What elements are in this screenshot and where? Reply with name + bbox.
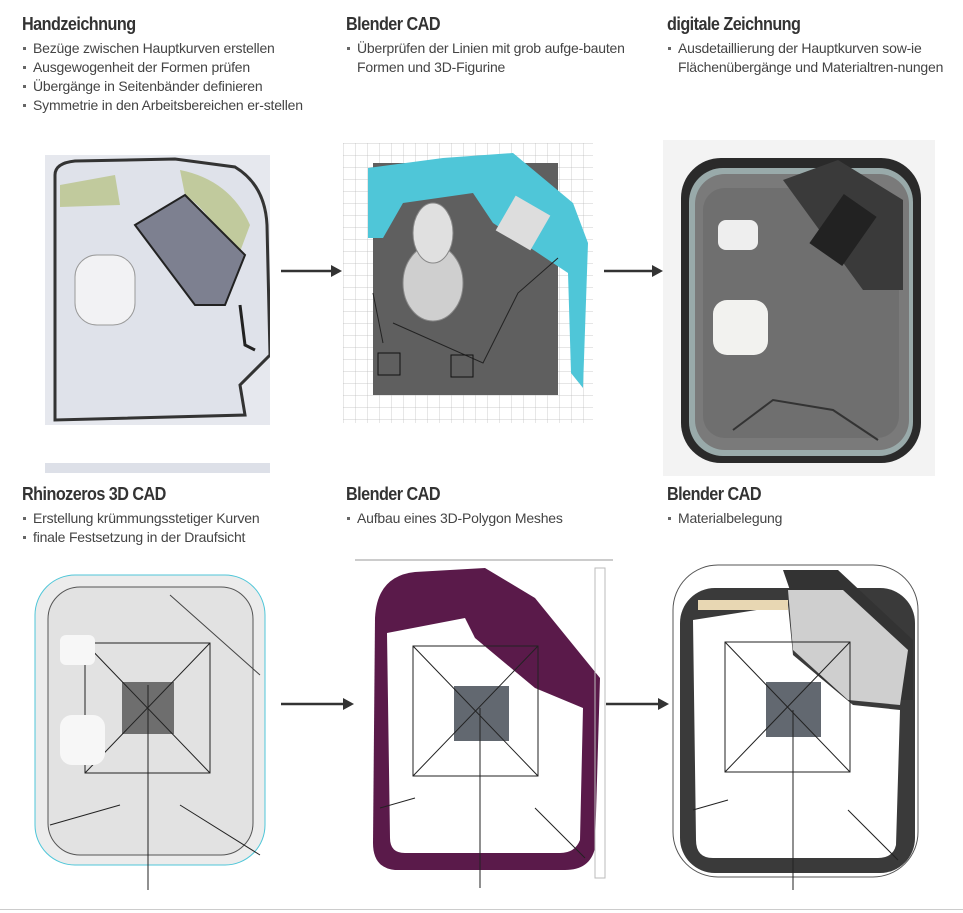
bullet: Erstellung krümmungsstetiger Kurven: [22, 509, 322, 528]
blender-material-image: [668, 560, 930, 890]
arrow-right-icon: [281, 265, 342, 277]
digital-drawing-image: [663, 140, 935, 476]
step-blender-check: Blender CAD Überprüfen der Linien mit gr…: [346, 14, 636, 77]
blender-mesh-image: [355, 558, 615, 893]
bullet: finale Festsetzung in der Draufsicht: [22, 528, 322, 547]
step-title: Blender CAD: [667, 484, 762, 504]
bullet: Ausgewogenheit der Formen prüfen: [22, 58, 322, 77]
step-hand-sketch: Handzeichnung Bezüge zwischen Hauptkurve…: [22, 14, 322, 115]
step-title: Rhinozeros 3D CAD: [22, 484, 166, 504]
step-blender-material: Blender CAD Materialbelegung: [667, 484, 963, 528]
step-rhino: Rhinozeros 3D CAD Erstellung krümmungsst…: [22, 484, 322, 547]
bullet: Übergänge in Seitenbänder definieren: [22, 77, 322, 96]
step-title: Handzeichnung: [22, 14, 136, 34]
step-digital-drawing: digitale Zeichnung Ausdetaillierung der …: [667, 14, 957, 77]
arrow-right-icon: [604, 265, 663, 277]
arrow-right-icon: [606, 698, 669, 710]
rhino-image: [30, 565, 275, 890]
bullet: Materialbelegung: [667, 509, 963, 528]
bullet: Aufbau eines 3D-Polygon Meshes: [346, 509, 646, 528]
bullet: Bezüge zwischen Hauptkurven erstellen: [22, 39, 322, 58]
step-title: Blender CAD: [346, 14, 441, 34]
step-title: Blender CAD: [346, 484, 441, 504]
step-blender-mesh: Blender CAD Aufbau eines 3D-Polygon Mesh…: [346, 484, 646, 528]
bullet: Symmetrie in den Arbeitsbereichen er-ste…: [22, 96, 318, 115]
blender-check-image: [343, 143, 593, 423]
step-title: digitale Zeichnung: [667, 14, 801, 34]
hand-sketch-image: [15, 145, 270, 477]
bullet: Überprüfen der Linien mit grob aufge-bau…: [346, 39, 636, 77]
bullet: Ausdetaillierung der Hauptkurven sow-ie …: [667, 39, 957, 77]
divider: [0, 909, 963, 910]
arrow-right-icon: [281, 698, 354, 710]
